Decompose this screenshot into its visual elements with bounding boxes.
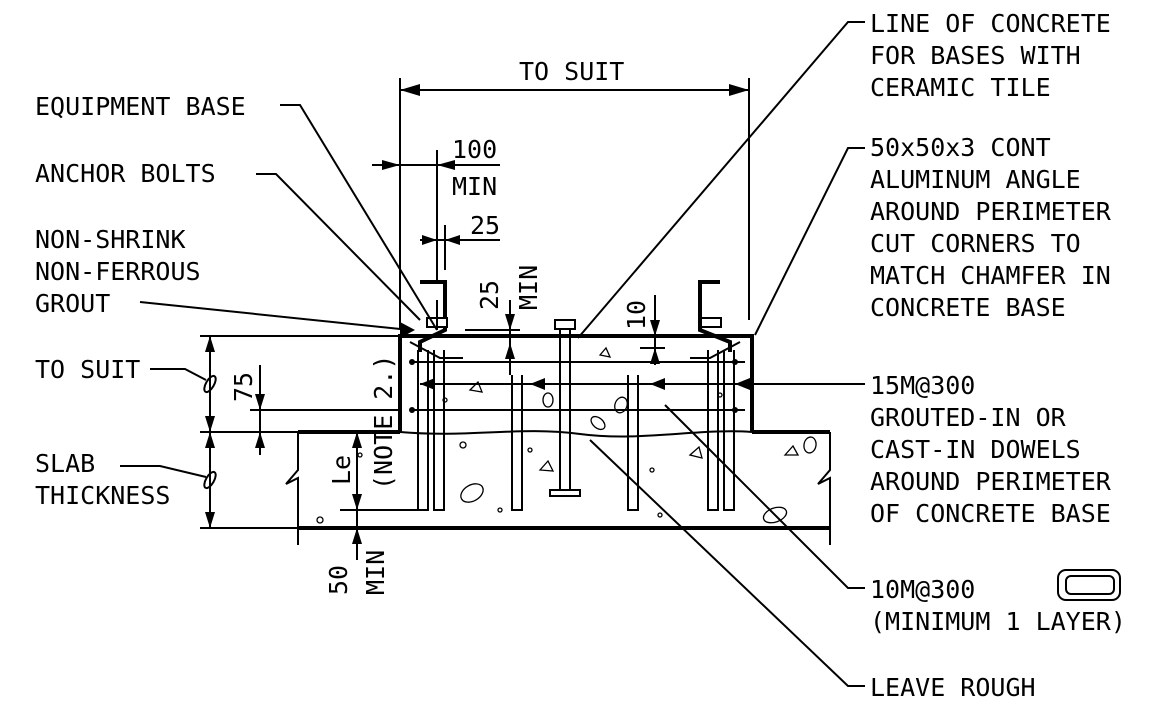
leader-lines-left <box>120 104 438 478</box>
dim-75-text: 75 <box>229 372 258 402</box>
dim-25-vertical-text: 25 <box>475 280 504 310</box>
dimension-50-min <box>352 528 362 560</box>
label-left-to-suit: TO SUIT <box>35 355 140 384</box>
label-tie-line2: (MINIMUM 1 LAYER) <box>870 607 1126 636</box>
dimension-10 <box>640 295 665 365</box>
dim-25-horizontal-text: 25 <box>470 211 500 240</box>
label-angle-line1: 50x50x3 CONT <box>870 133 1051 162</box>
label-angle-line5: MATCH CHAMFER IN <box>870 261 1111 290</box>
label-concrete-line1: LINE OF CONCRETE <box>870 9 1111 38</box>
label-grout-line3: GROUT <box>35 289 110 318</box>
dimension-to-suit-top <box>399 78 750 330</box>
label-anchor-bolts: ANCHOR BOLTS <box>35 159 216 188</box>
label-dowel-line1: 15M@300 <box>870 371 975 400</box>
label-angle-line2: ALUMINUM ANGLE <box>870 165 1081 194</box>
dim-top-to-suit-text: TO SUIT <box>519 57 624 86</box>
label-concrete-line3: CERAMIC TILE <box>870 73 1051 102</box>
leader-lines-right <box>577 21 865 687</box>
label-slab-line2: THICKNESS <box>35 481 170 510</box>
label-slab-line1: SLAB <box>35 449 95 478</box>
label-dowel-line4: AROUND PERIMETER <box>870 467 1112 496</box>
tie-shape-icon <box>1057 569 1121 601</box>
dimension-100-min <box>372 150 500 280</box>
dimension-overall-left <box>200 335 400 529</box>
dimension-le <box>340 432 420 528</box>
leader-arrow-grout <box>400 322 415 338</box>
dim-100-text: 100 <box>452 135 497 164</box>
note-2-text: (NOTE 2.) <box>369 355 398 490</box>
dim-100-min-text: MIN <box>452 172 497 201</box>
leader-arrow-15m <box>735 378 750 390</box>
left-equipment-base <box>409 280 463 359</box>
dimension-75 <box>200 365 400 455</box>
right-equipment-base <box>690 280 741 359</box>
label-equipment-base: EQUIPMENT BASE <box>35 92 246 121</box>
label-dowel-line2: GROUTED-IN OR <box>870 403 1067 432</box>
label-grout-line2: NON-FERROUS <box>35 257 201 286</box>
dimension-25-vertical <box>465 300 520 375</box>
label-grout-line1: NON-SHRINK <box>35 225 186 254</box>
reinforcing-bars <box>409 319 745 511</box>
dim-le-text: Le <box>327 455 356 485</box>
dim-10-text: 10 <box>622 300 651 330</box>
dimension-25-horizontal <box>420 225 500 270</box>
label-dowel-line5: OF CONCRETE BASE <box>870 499 1111 528</box>
label-concrete-line2: FOR BASES WITH <box>870 41 1081 70</box>
concrete-base <box>398 334 754 438</box>
label-angle-line6: CONCRETE BASE <box>870 293 1066 322</box>
label-leave-rough: LEAVE ROUGH <box>870 673 1036 702</box>
label-dowel-line3: CAST-IN DOWELS <box>870 435 1081 464</box>
dim-50-min-text: MIN <box>361 550 390 595</box>
dim-25-vertical-min-text: MIN <box>514 265 543 310</box>
label-tie-line1: 10M@300 <box>870 575 975 604</box>
label-angle-line4: CUT CORNERS TO <box>870 229 1081 258</box>
label-angle-line3: AROUND PERIMETER <box>870 197 1112 226</box>
dim-50-text: 50 <box>324 565 353 595</box>
